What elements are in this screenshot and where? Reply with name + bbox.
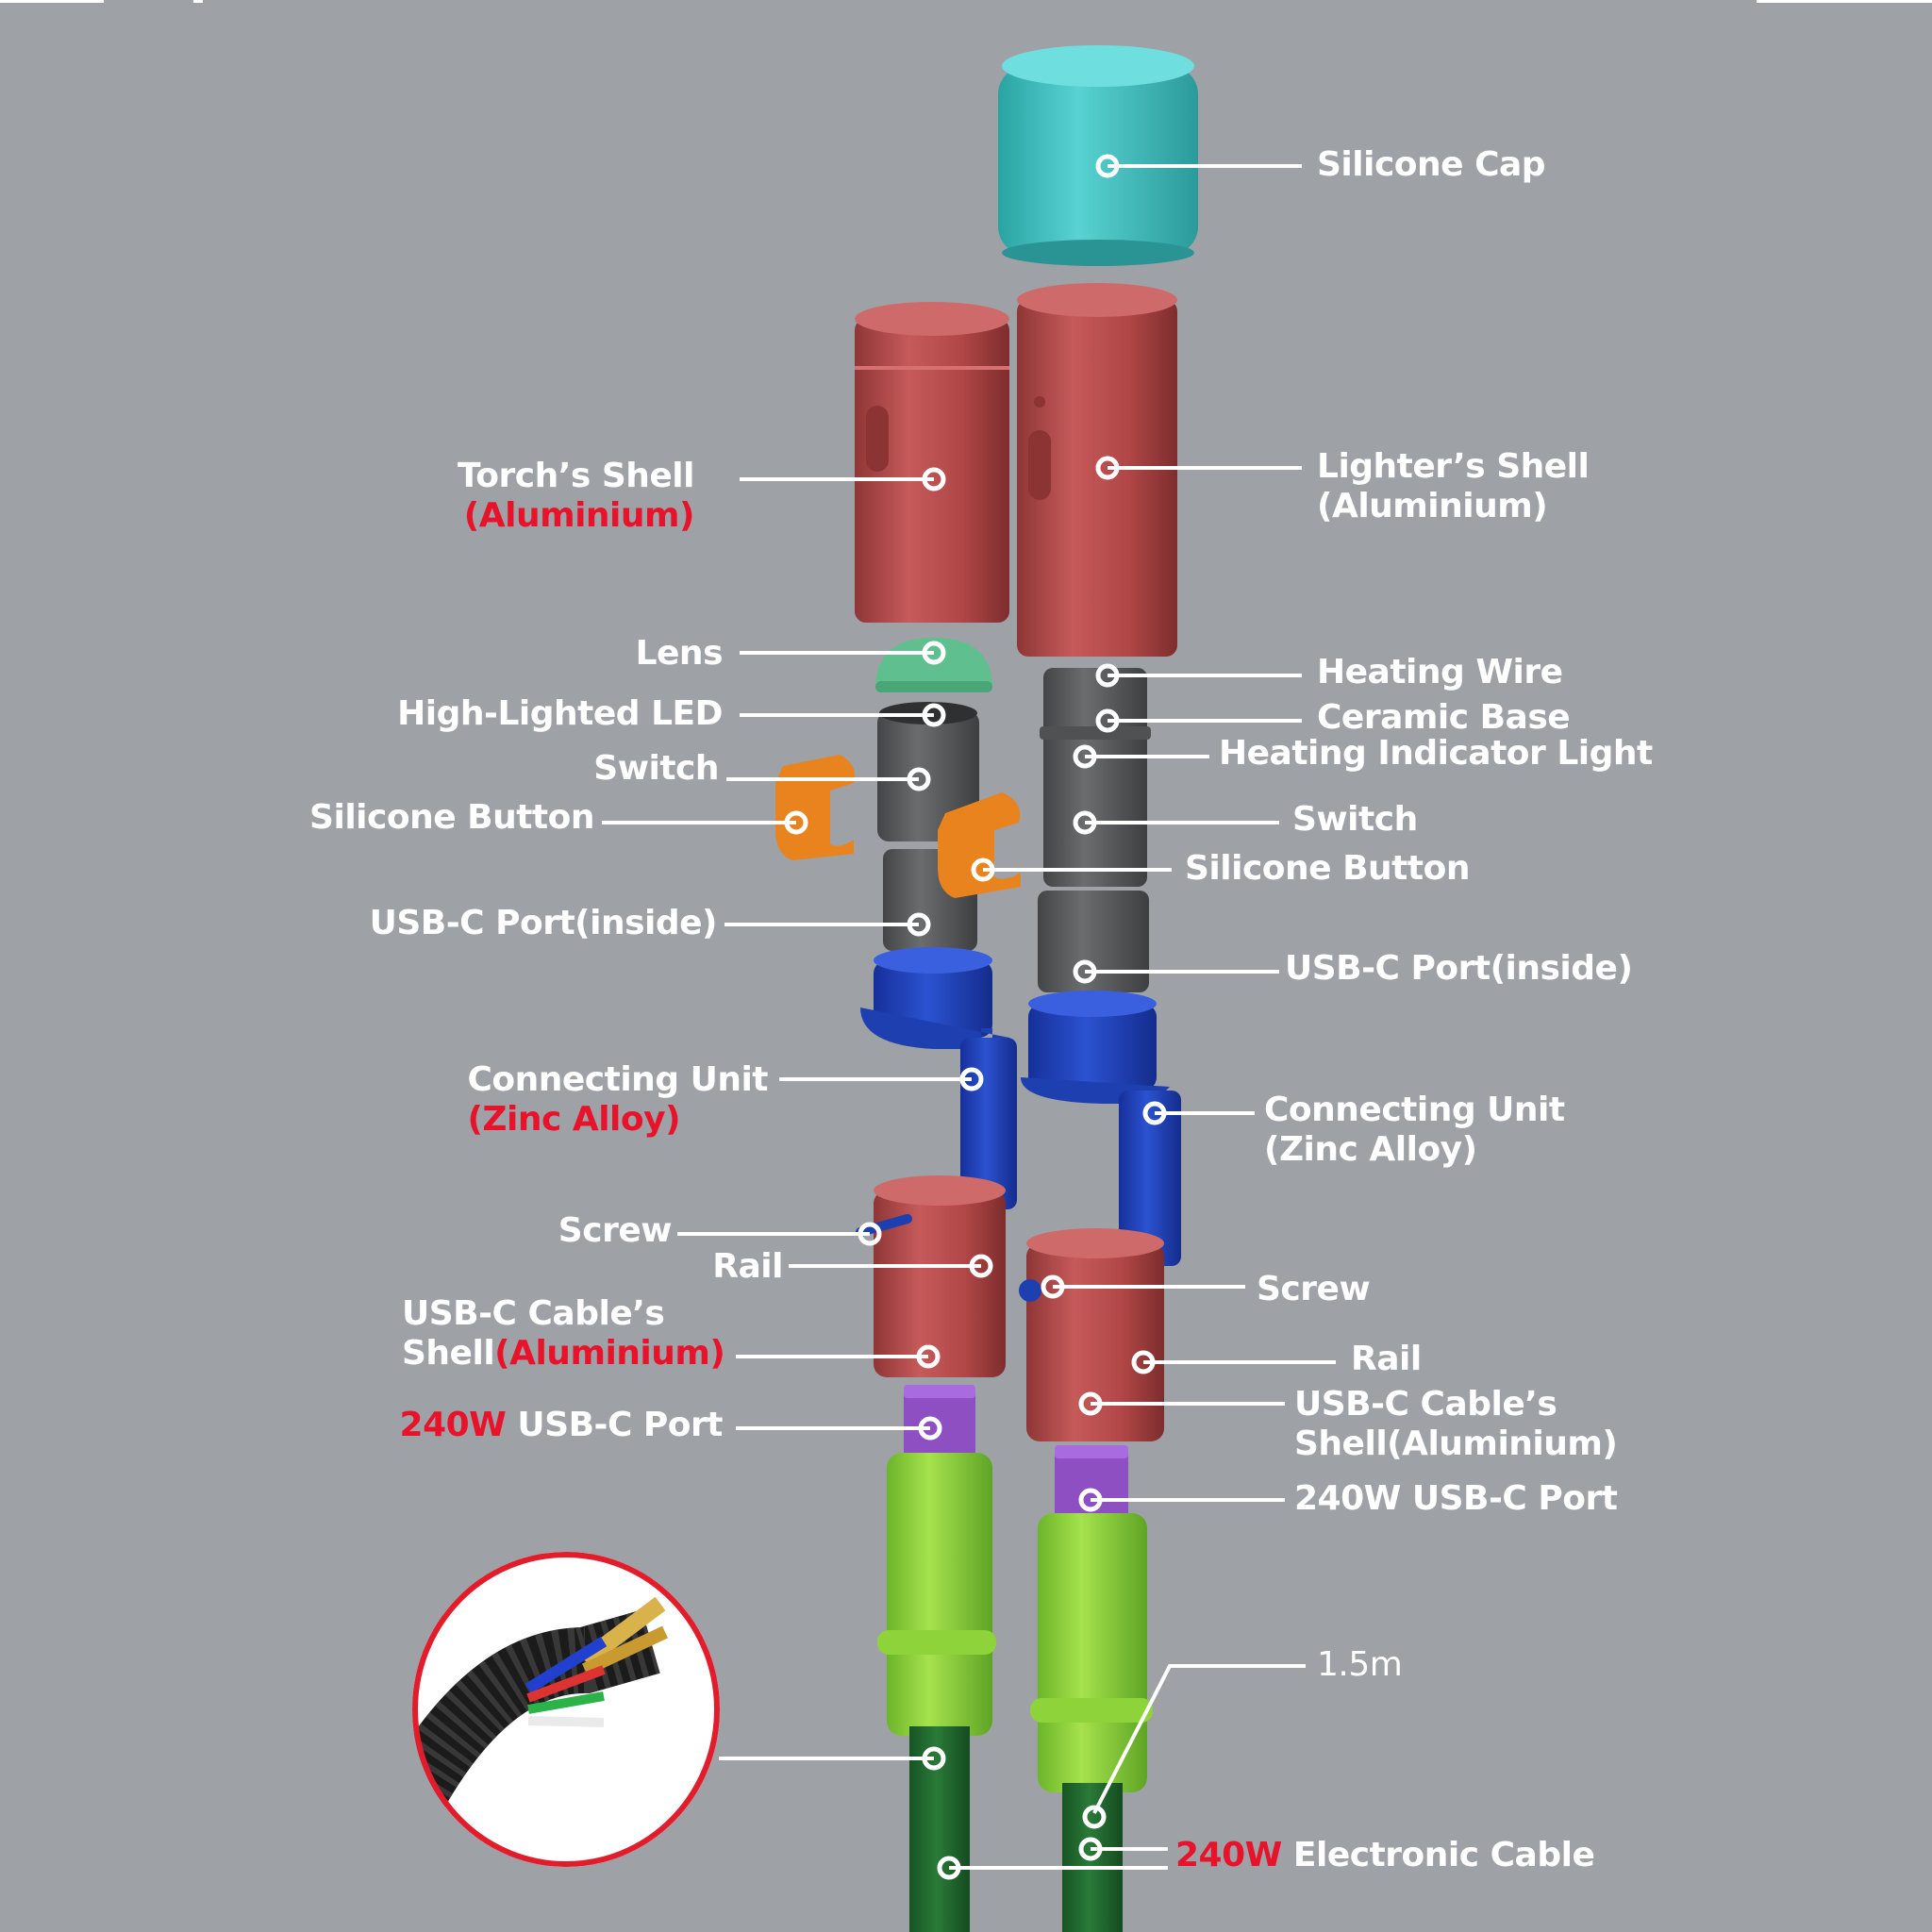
label-cable-shell-right-line1: USB-C Cable’s [1294,1385,1557,1424]
label-electronic-cable-power: 240W [1175,1836,1282,1874]
connecting-unit-right-part [1021,991,1181,1266]
label-connecting-unit-left-line1: Connecting Unit [467,1060,768,1099]
label-cable-shell-left: USB-C Cable’s Shell(Aluminium) [402,1294,725,1374]
label-torch-shell-line1: Torch’s Shell [457,457,695,495]
label-silicone-button-right: Silicone Button [1185,849,1470,888]
label-silicone-button-left: Silicone Button [309,798,594,837]
cable-shell-left-part [856,1175,1006,1377]
lighter-inner-body [1038,668,1151,992]
silicone-cap-part [998,45,1198,266]
label-cable-shell-right-line2: Shell(Aluminium) [1294,1424,1618,1463]
label-cable-shell-left-line2b: (Aluminium) [494,1334,725,1373]
label-lens: Lens [635,634,724,673]
label-switch-right: Switch [1292,800,1418,839]
silicone-button-right-part [938,792,1021,898]
label-connecting-unit-right-line2: (Zinc Alloy) [1264,1130,1477,1169]
label-connecting-unit-left-line2: (Zinc Alloy) [467,1100,681,1139]
cable-left-part [877,1453,996,1932]
braided-cable-inset [412,1552,720,1867]
label-cable-shell-left-line2: Shell(Aluminium) [402,1334,725,1374]
label-screw-right: Screw [1257,1270,1371,1308]
label-lighter-shell: Lighter’s Shell (Aluminium) [1317,447,1590,526]
label-high-lighted-led: High-Lighted LED [397,694,723,733]
connecting-unit-left-part [860,947,1017,1209]
label-cable-shell-left-line1: USB-C Cable’s [402,1294,665,1333]
label-usbc-inside-left: USB-C Port(inside) [369,904,718,942]
label-usbc-port-left: 240W USB-C Port [399,1406,724,1445]
label-electronic-cable: 240W Electronic Cable [1175,1836,1595,1875]
label-cable-shell-right: USB-C Cable’s Shell(Aluminium) [1294,1385,1618,1464]
silicone-button-left-part [775,755,855,860]
cable-shell-right-part [1019,1228,1164,1441]
label-rail-left: Rail [712,1247,783,1286]
label-lighter-shell-line2: (Aluminium) [1317,487,1548,525]
label-cable-shell-left-line2a: Shell [402,1334,495,1373]
label-usbc-inside-right: USB-C Port(inside) [1285,949,1633,988]
cable-right-part [1030,1513,1153,1932]
top-edge-mid [193,0,203,3]
callout-markers [784,154,1167,1880]
label-ceramic-base: Ceramic Base [1317,698,1571,737]
top-edge-right [1757,0,1932,3]
label-usbc-port-left-text: USB-C Port [506,1406,723,1444]
label-connecting-unit-right-line1: Connecting Unit [1264,1091,1565,1129]
top-edge-left [0,0,104,3]
leader-lines [602,164,1336,1870]
label-heating-wire: Heating Wire [1317,653,1563,691]
label-connecting-unit-left: Connecting Unit (Zinc Alloy) [467,1060,768,1140]
label-lighter-shell-line1: Lighter’s Shell [1317,447,1590,486]
label-heating-indicator-light: Heating Indicator Light [1219,734,1653,773]
torch-shell-part [855,302,1009,623]
label-usbc-port-right: 240W USB-C Port [1294,1479,1618,1518]
label-electronic-cable-text: Electronic Cable [1281,1836,1595,1874]
label-silicone-cap: Silicone Cap [1317,145,1546,184]
lighter-shell-part [1017,283,1177,657]
label-torch-shell: Torch’s Shell (Aluminium) [457,457,695,536]
label-switch-left: Switch [593,749,719,788]
label-torch-shell-line2: (Aluminium) [463,496,695,535]
label-usbc-port-left-power: 240W [399,1406,507,1444]
label-rail-right: Rail [1351,1340,1422,1378]
label-connecting-unit-right: Connecting Unit (Zinc Alloy) [1264,1091,1565,1170]
label-cable-length: 1.5m [1317,1645,1403,1684]
label-screw-left: Screw [558,1211,673,1250]
lens-part [875,638,992,692]
